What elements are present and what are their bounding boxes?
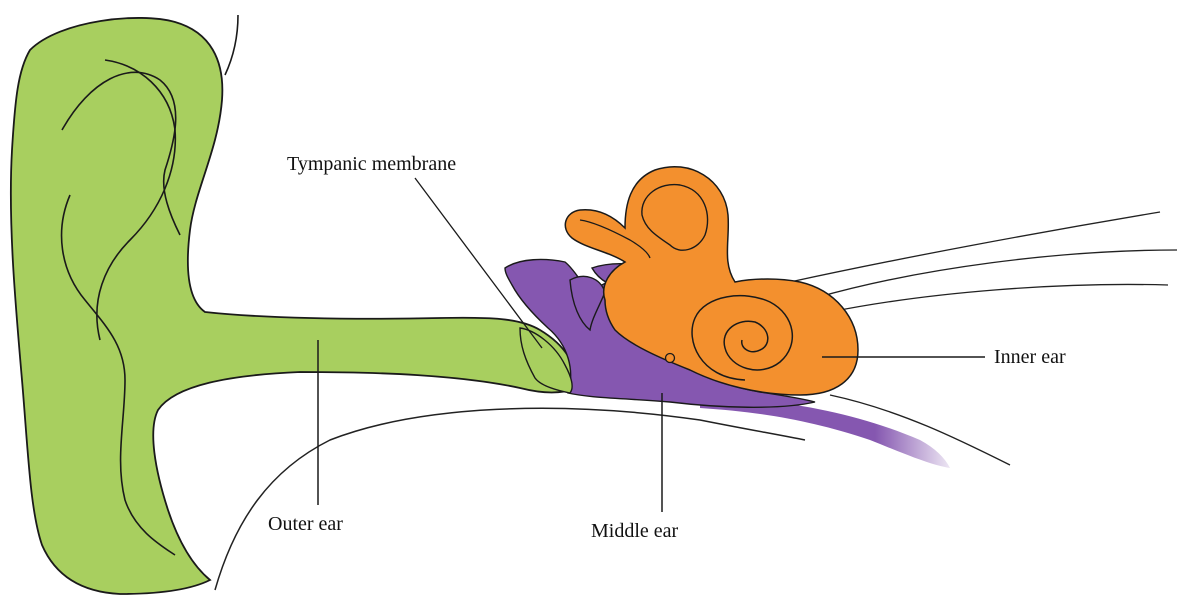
label-middle-ear: Middle ear [591,520,679,542]
nerve-line-middle [815,250,1177,298]
helix-top-line [225,15,238,75]
outer-ear-shape [11,18,576,594]
nerve-line-bottom [830,284,1168,312]
nerve-line-top [790,212,1160,282]
label-tympanic-membrane: Tympanic membrane [287,153,456,175]
label-inner-ear: Inner ear [994,346,1066,368]
label-outer-ear: Outer ear [268,513,343,535]
skin-contour-line [215,408,805,590]
oval-window [666,354,675,363]
